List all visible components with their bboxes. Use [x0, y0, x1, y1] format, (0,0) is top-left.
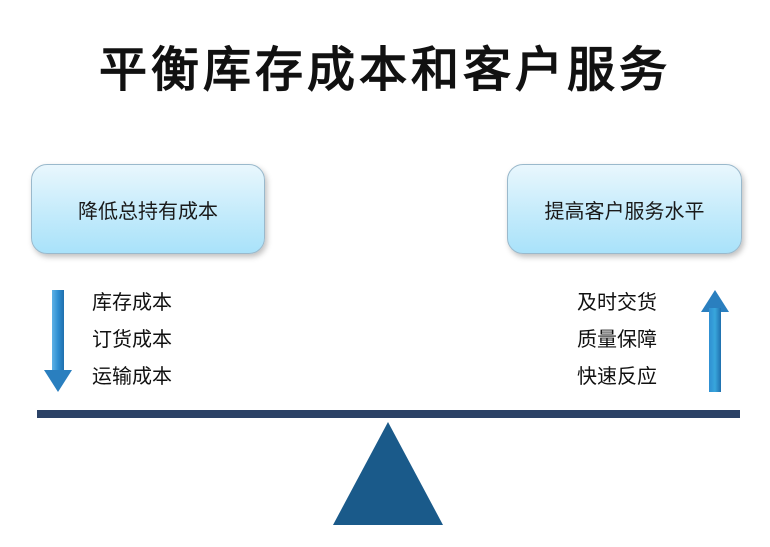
reduce-holding-cost-label: 降低总持有成本 [78, 198, 218, 223]
balance-beam [37, 410, 740, 418]
list-item: 库存成本 [92, 290, 172, 314]
list-item: 质量保障 [577, 327, 657, 351]
list-item: 快速反应 [577, 364, 657, 388]
reduce-holding-cost-box: 降低总持有成本 [31, 164, 265, 254]
improve-service-level-label: 提高客户服务水平 [544, 198, 705, 223]
cost-list: 库存成本 订货成本 运输成本 [92, 284, 172, 395]
list-item: 订货成本 [92, 327, 172, 351]
list-item: 运输成本 [92, 364, 172, 388]
improve-service-level-box: 提高客户服务水平 [507, 164, 742, 254]
fulcrum-triangle [333, 422, 443, 525]
page-title: 平衡库存成本和客户服务 [98, 42, 671, 98]
arrow-down-icon [44, 290, 72, 392]
list-item: 及时交货 [577, 290, 657, 314]
arrow-up-icon [701, 290, 729, 392]
service-list: 及时交货 质量保障 快速反应 [577, 284, 657, 395]
